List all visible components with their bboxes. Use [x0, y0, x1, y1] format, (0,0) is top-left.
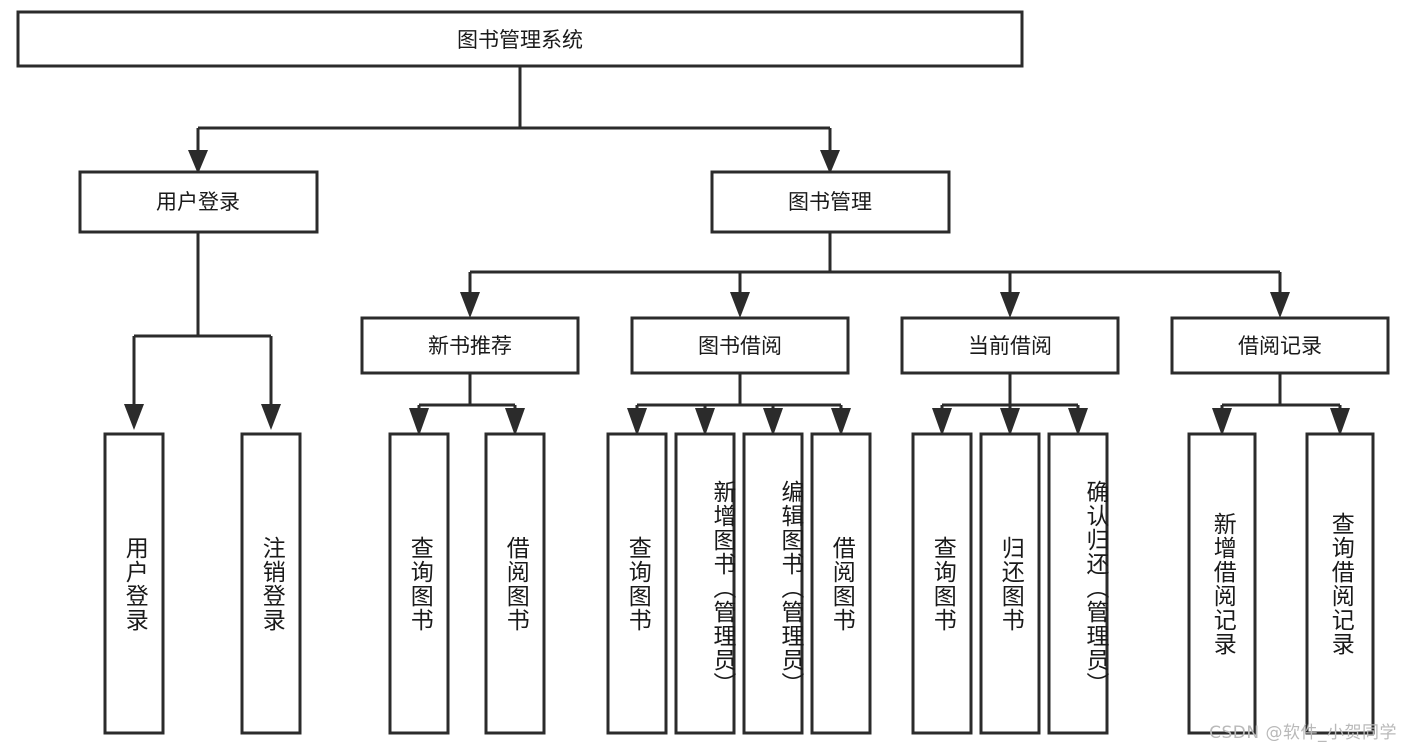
watermark: CSDN @软件_小贺同学	[1209, 723, 1397, 743]
leaf-box-logout-login[interactable]	[240, 432, 302, 735]
leaf-box-borrow-book-1[interactable]	[484, 432, 546, 735]
node-root[interactable]	[16, 10, 1024, 68]
arrow-head-bookmgmt-3	[1000, 292, 1020, 318]
node-book-borrow[interactable]	[630, 316, 850, 375]
arrow-head-currentborrow-2	[1000, 408, 1020, 436]
node-book-management-box[interactable]	[710, 170, 951, 234]
arrow-head-borrowrecord-1	[1212, 408, 1232, 436]
leaf-box-confirm-return[interactable]	[1047, 432, 1109, 735]
node-book-borrow-box[interactable]	[630, 316, 850, 375]
node-book-borrow-label: 图书借阅	[698, 334, 782, 358]
arrow-head-bookborrow-2	[695, 408, 715, 436]
arrow-head-newbook-1	[409, 408, 429, 436]
arrow-head-bookmgmt-2	[730, 292, 750, 318]
leaf-box-add-book[interactable]	[674, 432, 736, 735]
arrow-head-borrowrecord-2	[1330, 408, 1350, 436]
node-book-management[interactable]	[710, 170, 951, 234]
node-new-book-recommend-box[interactable]	[360, 316, 580, 375]
node-new-book-recommend-label: 新书推荐	[428, 334, 512, 358]
leaf-box-query-record[interactable]	[1305, 432, 1375, 735]
arrow-head-level2-1	[188, 150, 208, 174]
node-borrow-record[interactable]	[1170, 316, 1390, 375]
arrow-head-currentborrow-1	[932, 408, 952, 436]
arrow-head-level2-2	[820, 150, 840, 174]
leaf-box-query-book-1[interactable]	[388, 432, 450, 735]
arrow-head-newbook-2	[505, 408, 525, 436]
node-root-label: 图书管理系统	[457, 28, 583, 52]
arrow-head-bookborrow-4	[831, 408, 851, 436]
arrow-head-userlogin-2	[261, 404, 281, 430]
leaf-box-return-book[interactable]	[979, 432, 1041, 735]
arrow-head-bookmgmt-1	[460, 292, 480, 318]
arrow-head-userlogin-1	[124, 404, 144, 430]
node-current-borrow-label: 当前借阅	[968, 334, 1052, 358]
node-borrow-record-box[interactable]	[1170, 316, 1390, 375]
node-root-box[interactable]	[16, 10, 1024, 68]
node-current-borrow[interactable]	[900, 316, 1120, 375]
node-new-book-recommend[interactable]	[360, 316, 580, 375]
arrow-head-bookborrow-1	[627, 408, 647, 436]
node-user-login-label: 用户登录	[156, 190, 240, 214]
leaf-box-edit-book[interactable]	[742, 432, 804, 735]
leaf-box-query-book-3[interactable]	[911, 432, 973, 735]
leaf-box-borrow-book-2[interactable]	[810, 432, 872, 735]
leaf-box-user-login[interactable]	[103, 432, 165, 735]
leaf-box-query-book-2[interactable]	[606, 432, 668, 735]
arrow-head-bookmgmt-4	[1270, 292, 1290, 318]
node-borrow-record-label: 借阅记录	[1238, 334, 1322, 358]
node-book-management-label: 图书管理	[788, 190, 872, 214]
arrow-head-currentborrow-3	[1068, 408, 1088, 436]
arrow-head-bookborrow-3	[763, 408, 783, 436]
leaf-box-add-record[interactable]	[1187, 432, 1257, 735]
node-current-borrow-box[interactable]	[900, 316, 1120, 375]
